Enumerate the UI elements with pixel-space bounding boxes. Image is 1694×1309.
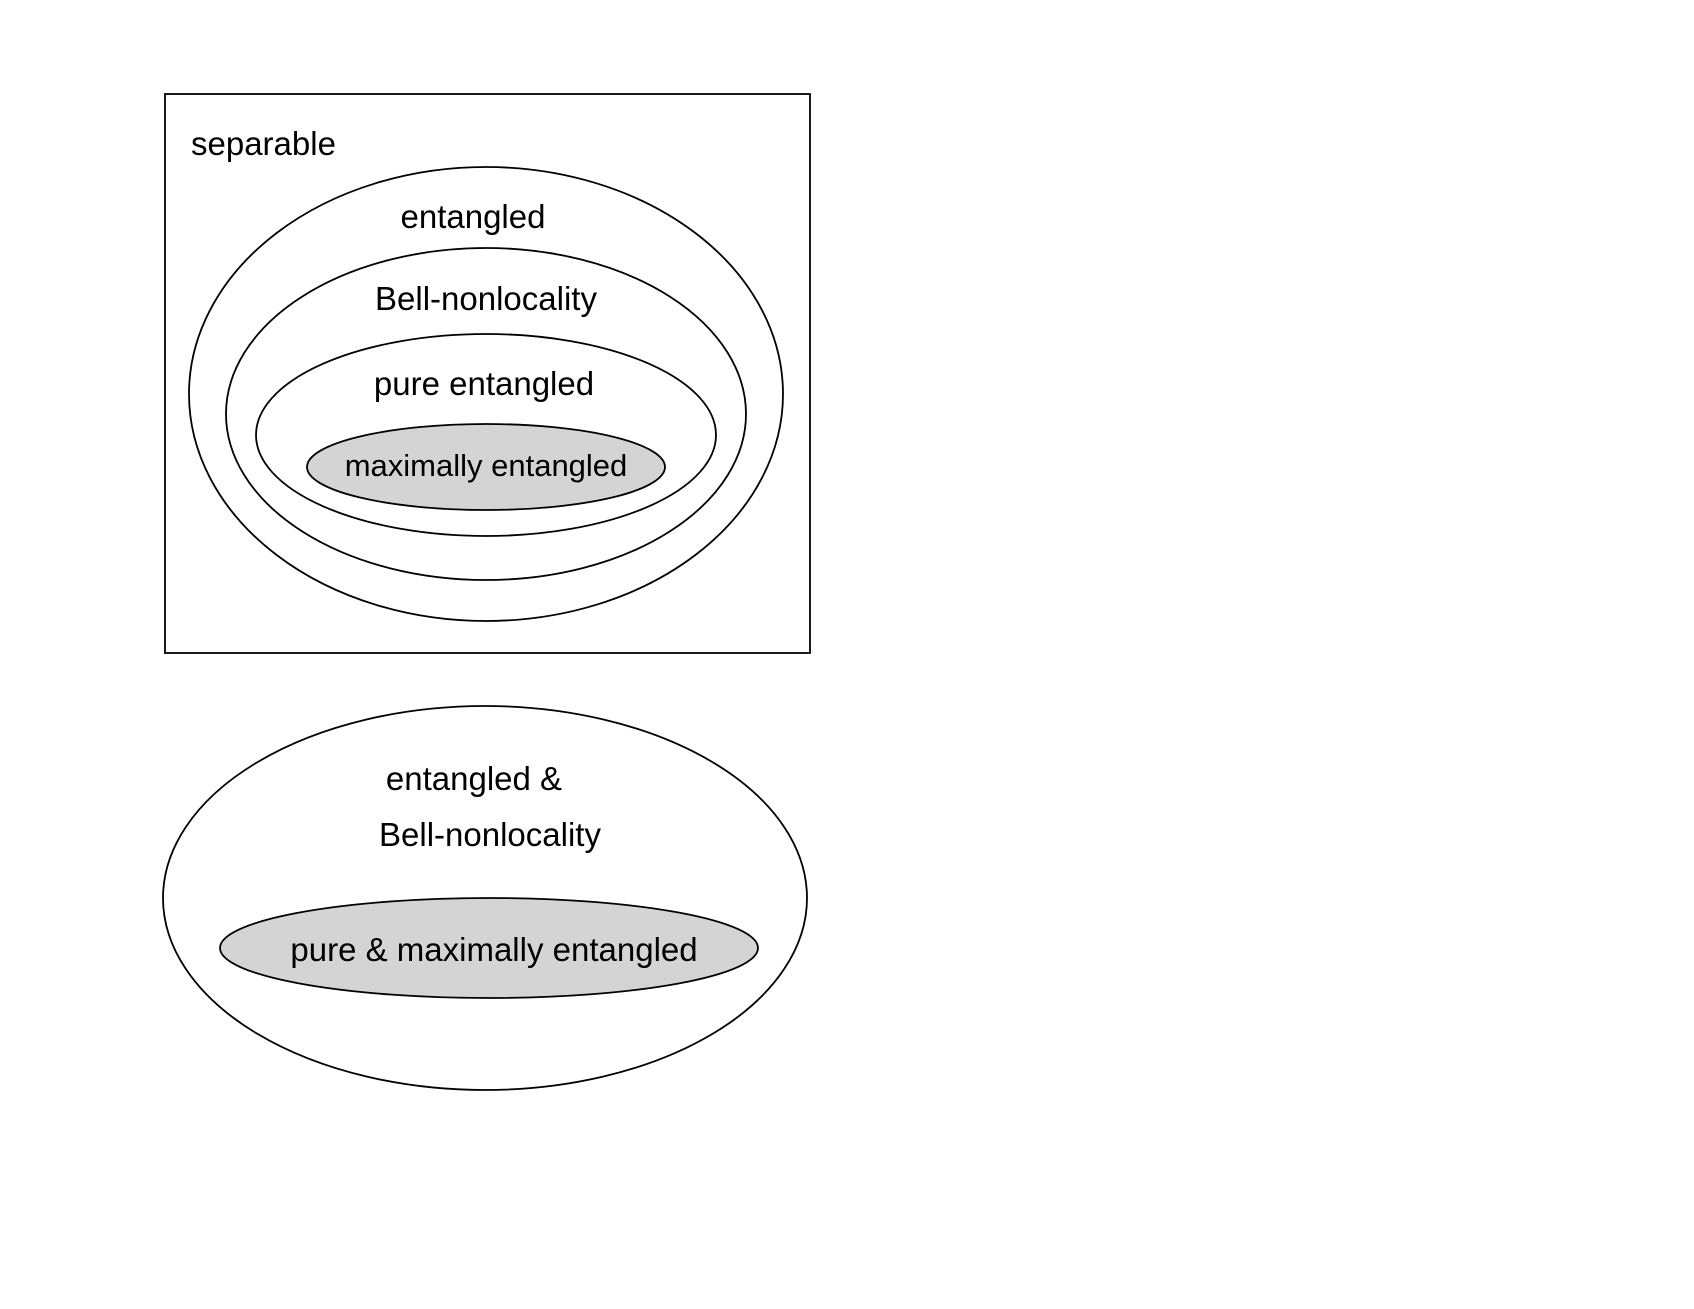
bottom-diagram: entangled & Bell-nonlocality pure & maxi… [162,705,808,1091]
bell-nonlocality-label: Bell-nonlocality [375,280,597,317]
entangled-bell-ellipse [162,705,808,1091]
maximally-entangled-label: maximally entangled [345,448,628,483]
pure-maximally-entangled-label: pure & maximally entangled [290,931,697,968]
separable-box [164,93,811,654]
pure-entangled-ellipse [255,333,717,537]
bell-nonlocality-ellipse [225,247,747,581]
top-diagram: separable entangled Bell-nonlocality pur… [164,93,811,654]
maximally-entangled-ellipse [306,423,666,511]
entangled-and-label: entangled & [386,760,562,797]
entangled-label: entangled [401,198,546,235]
bell-nonlocality-label-bottom: Bell-nonlocality [379,816,601,853]
pure-maximally-entangled-ellipse [219,897,759,999]
separable-label: separable [191,125,336,162]
entangled-ellipse [188,166,784,622]
pure-entangled-label: pure entangled [374,365,594,402]
